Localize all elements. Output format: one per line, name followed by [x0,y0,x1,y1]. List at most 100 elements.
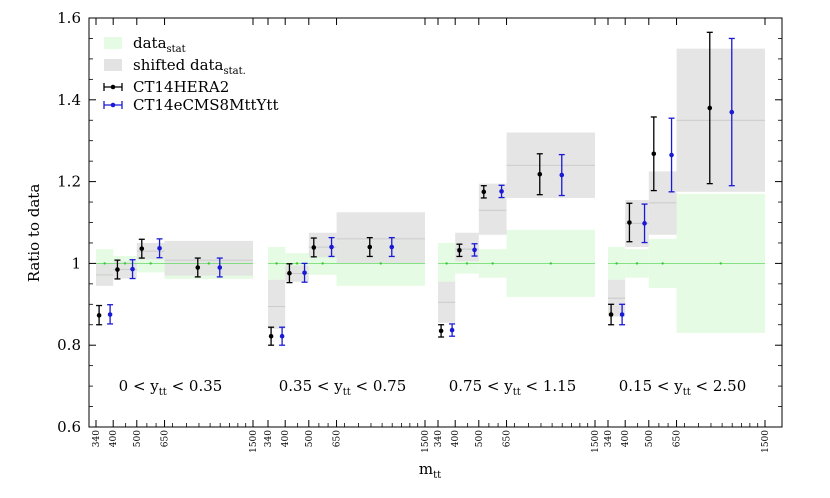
panel-label-post: < 2.50 [691,377,747,395]
data-center-point [465,262,469,265]
x-axis-label-sub: tt [433,470,441,481]
ct14hera2-point [96,313,102,318]
ct14hera2-point [139,246,145,251]
x-tick-label: 340 [264,430,274,447]
ct14ecms8mttytt-point [217,265,223,270]
legend-label: CT14eCMS8MttYtt [133,96,278,114]
legend-swatch [104,37,122,49]
ct14hera2-point [438,328,444,334]
x-tick-label: 1500 [421,430,431,453]
x-tick-label: 400 [621,430,631,447]
ct14ecms8mttytt-point [472,247,477,253]
ct14hera2-point [651,151,657,157]
y-tick-label: 1 [71,254,81,272]
shifted-band [268,279,286,329]
ct14hera2-point [195,265,201,270]
x-tick-label: 340 [92,430,102,447]
legend-label-main: CT14HERA2 [133,78,229,96]
ct14ecms8mttytt-point [279,333,285,339]
panel-label-pre: 0 < y [119,377,160,395]
legend-label-sub: stat. [224,66,246,77]
shifted-band [164,240,253,276]
ct14hera2-point [367,244,373,250]
x-tick-label: 340 [604,430,614,447]
ct14ecms8mttytt-point [157,245,162,251]
panel-label-sub: tt [683,387,691,398]
x-tick-label: 650 [333,430,343,447]
ct14hera2-point [457,248,462,253]
data-center-point [615,262,618,265]
x-tick-label: 400 [109,430,119,447]
data-center-point [123,262,127,265]
x-tick-label: 650 [673,430,683,447]
legend-marker [110,102,116,108]
ct14hera2-point [268,333,274,339]
panel-label: 0 < ytt < 0.35 [119,377,223,398]
panel-label-pre: 0.35 < y [279,377,344,395]
panel-label: 0.75 < ytt < 1.15 [449,377,577,398]
x-tick-label: 1500 [249,430,259,453]
x-axis-label-main: m [419,460,433,478]
x-tick-label: 500 [645,430,655,447]
ct14hera2-point [311,245,317,250]
ct14ecms8mttytt-point [669,152,674,158]
data-center-point [207,262,210,265]
legend-label: datastat [133,34,186,55]
x-tick-label: 650 [503,430,513,447]
marks-layer [96,31,765,346]
ct14ecms8mttytt-point [130,266,135,272]
panel-label-pre: 0.75 < y [449,377,514,395]
panel-label-post: < 1.15 [521,377,577,395]
shifted-band [455,232,479,262]
ct14ecms8mttytt-point [107,312,113,317]
y-tick-label: 0.6 [57,418,81,436]
legend-label-main: shifted data [133,56,224,74]
data-center-point [661,262,664,265]
x-tick-label: 650 [161,430,171,447]
shifted-band [113,261,137,279]
legend-label: shifted datastat. [133,56,246,77]
y-tick-label: 1.6 [57,9,81,27]
ct14hera2-point [707,105,713,111]
panel-label: 0.15 < ytt < 2.50 [619,377,747,398]
ct14ecms8mttytt-point [449,327,455,333]
panel-label-post: < 0.35 [167,377,223,395]
data-center-point [445,262,448,265]
axes-layer [89,17,782,428]
data-center-point [379,262,382,265]
data-center-point [149,262,152,265]
data-center-point [275,262,278,265]
legend-marker [110,84,116,90]
data-center-point [719,262,722,265]
x-tick-label: 500 [133,430,143,447]
ct14ecms8mttytt-point [559,172,565,178]
ct14ecms8mttytt-point [619,312,625,317]
data-center-point [321,262,324,265]
x-tick-label: 400 [281,430,291,447]
ct14hera2-point [287,270,292,276]
x-tick-label: 400 [451,430,461,447]
ct14ecms8mttytt-point [642,221,647,226]
legend-label-sub: stat [167,44,186,55]
panel-label-post: < 0.75 [351,377,407,395]
data-center-point [491,262,494,265]
shifted-band [336,212,425,264]
x-tick-label: 1500 [591,430,601,453]
legend-label: CT14HERA2 [133,78,229,96]
ct14hera2-point [608,312,614,317]
ct14ecms8mttytt-point [302,270,307,276]
x-tick-label: 340 [434,430,444,447]
ct14ecms8mttytt-point [389,244,395,250]
bands-layer [96,48,765,333]
x-tick-label: 500 [305,430,315,447]
y-tick-label: 1.2 [57,173,81,191]
x-tick-label: 500 [475,430,485,447]
ct14ecms8mttytt-point [499,189,504,194]
y-tick-label: 0.8 [57,336,81,354]
panel-label-sub: tt [513,387,521,398]
data-center-point [635,262,639,265]
panel-label: 0.35 < ytt < 0.75 [279,377,407,398]
ct14hera2-point [115,267,120,272]
